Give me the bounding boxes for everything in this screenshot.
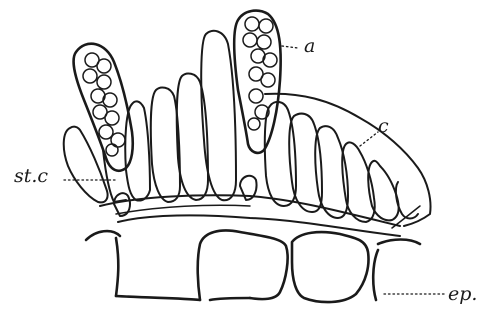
spores-left [83,53,125,156]
label-ascus: a [304,35,315,57]
label-epidermis: ep. [448,283,477,305]
ascus-right [234,11,280,153]
spores-right [243,17,277,130]
epidermis-cells [86,215,420,302]
label-cell: c [378,115,389,137]
paraphyses [64,31,418,222]
ascus-left [74,44,133,171]
label-stroma-cell: st.c [14,165,48,187]
